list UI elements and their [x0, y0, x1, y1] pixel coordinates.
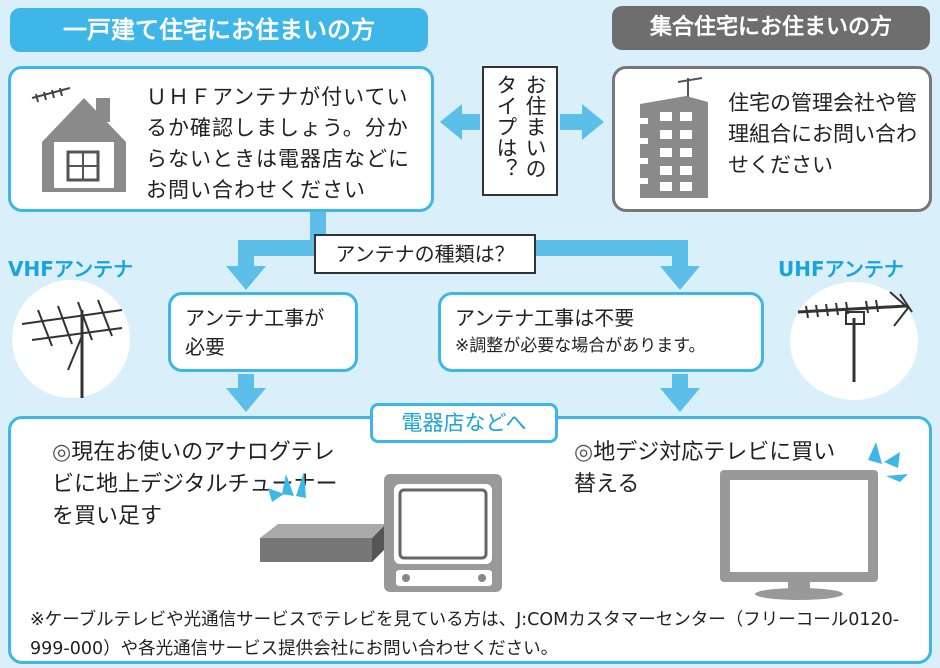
antenna-work-not-needed: アンテナ工事は不要	[455, 306, 635, 330]
apartment-instruction: 住宅の管理会社や管理組合にお問い合わせください	[728, 91, 917, 177]
option-bullet: ◎	[52, 440, 72, 465]
down-arrow-store-left	[226, 388, 266, 412]
down-arrow-store-right	[660, 388, 700, 412]
vhf-antenna-label: VHFアンテナ	[8, 257, 134, 281]
option-add-tuner-text: 現在お使いのアナログテレビに地上デジタルチューナーを買い足す	[52, 440, 338, 529]
arrow-right	[560, 104, 604, 140]
house-icon	[31, 87, 126, 192]
tuner-and-analog-tv-icon	[260, 472, 502, 592]
uhf-antenna-label: UHFアンテナ	[778, 257, 904, 281]
store-tag: 電器店などへ	[370, 403, 558, 443]
tv-sparkle-icon	[868, 442, 908, 482]
vhf-antenna-icon	[21, 299, 123, 398]
down-arrow-left	[226, 266, 266, 290]
antenna-work-not-needed-box: アンテナ工事は不要 ※調整が必要な場合があります。	[438, 292, 764, 372]
house-instruction: ＵＨＦアンテナが付いているか確認しましょう。分からないときは電器店などにお問い合…	[146, 85, 410, 202]
uhf-antenna-icon	[797, 291, 913, 382]
tab-apartment: 集合住宅にお住まいの方	[612, 6, 930, 50]
option-replace-tv-text: 地デジ対応テレビに買い替える	[574, 440, 836, 497]
option-add-tuner: ◎現在お使いのアナログテレビに地上デジタルチューナーを買い足す	[52, 437, 342, 533]
antenna-work-needed: アンテナ工事が必要	[168, 292, 358, 372]
option-replace-tv: ◎地デジ対応テレビに買い替える	[574, 437, 854, 501]
antenna-type-question: アンテナの種類は？	[314, 234, 536, 274]
option-bullet: ◎	[574, 440, 594, 465]
adjustment-note: ※調整が必要な場合があります。	[455, 336, 706, 356]
housing-type-question: お住まいのタイプは？	[494, 74, 547, 179]
apartment-building-icon	[640, 77, 708, 198]
arrow-left	[440, 104, 480, 140]
tab-house: 一戸建て住宅にお住まいの方	[10, 8, 428, 52]
cable-service-footnote: ※ケーブルテレビや光通信サービスでテレビを見ている方は、J:COMカスタマーセン…	[30, 610, 900, 659]
digital-tv-icon	[720, 442, 908, 600]
tuner-sparkle-icon	[268, 472, 306, 502]
housing-type-question-box: お住まいのタイプは？	[482, 66, 558, 196]
down-arrow-right	[660, 266, 700, 290]
